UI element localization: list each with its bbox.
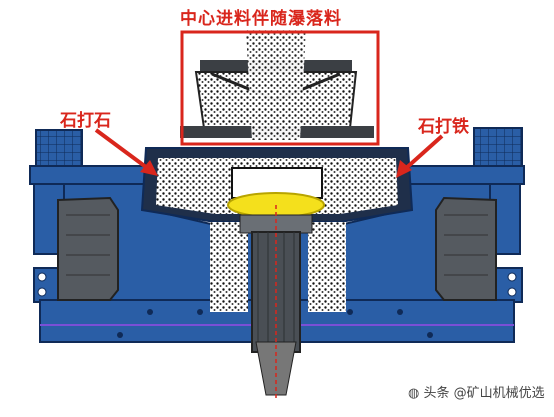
watermark-text: 头条 @矿山机械优选 — [423, 386, 545, 401]
wechat-chat-icon: ◍ — [408, 386, 424, 401]
right-motor — [435, 196, 497, 301]
annotation-overlay — [94, 30, 444, 178]
watermark: ◍ 头条 @矿山机械优选 — [408, 382, 545, 401]
rock-on-iron-label: 石打铁 — [418, 117, 469, 137]
main-shaft — [239, 205, 313, 400]
falling-material — [210, 30, 346, 312]
feed-mode-title: 中心进料伴随瀑落料 — [180, 9, 342, 29]
rock-on-rock-label: 石打石 — [60, 111, 111, 131]
rotor — [227, 167, 325, 218]
left-motor — [57, 196, 119, 301]
